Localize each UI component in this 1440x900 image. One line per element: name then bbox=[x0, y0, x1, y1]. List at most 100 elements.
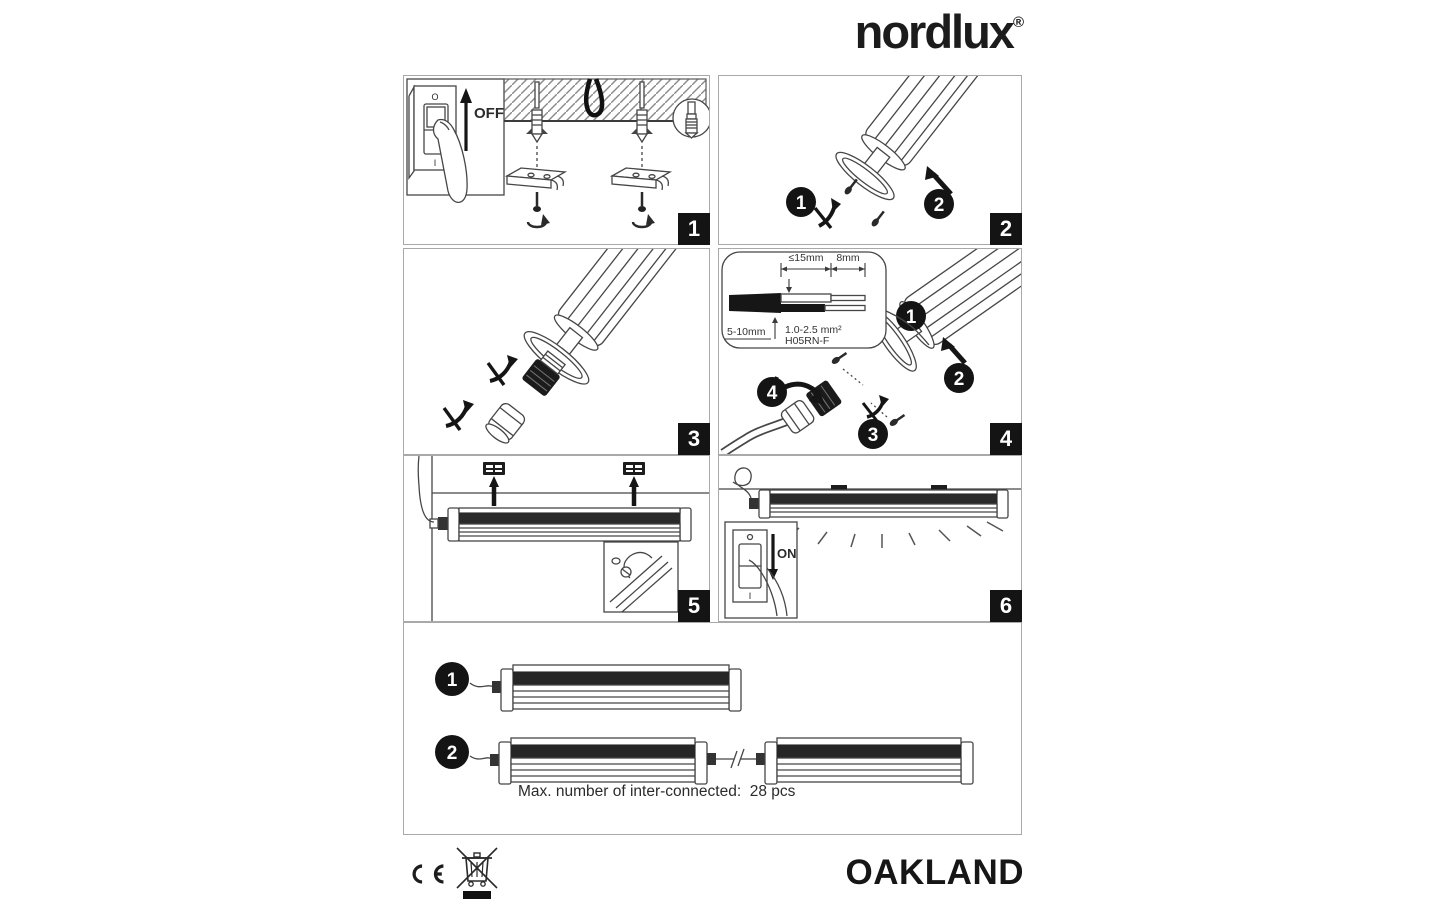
step-1-illustration: O I OFF bbox=[406, 78, 709, 229]
cable-gland-body-icon bbox=[522, 350, 567, 396]
step-6-panel: I ON 6 bbox=[718, 455, 1022, 622]
cable-spec-line2: H05RN-F bbox=[785, 335, 829, 347]
wire-insulated-icon bbox=[781, 304, 825, 312]
cable-squiggle-icon bbox=[469, 682, 495, 688]
step-number-tag: 2 bbox=[990, 213, 1022, 245]
drill-magnifier-icon bbox=[672, 98, 709, 139]
light-fixture-icon bbox=[764, 737, 974, 785]
svg-text:2: 2 bbox=[934, 195, 945, 216]
step-5-illustration bbox=[417, 456, 709, 621]
twist-arrow-icon bbox=[442, 400, 474, 431]
interconnect-panel: 1 2 bbox=[403, 622, 1022, 835]
svg-text:1: 1 bbox=[447, 670, 458, 691]
step-4-panel: 1 2 3 4 bbox=[718, 248, 1022, 455]
step-number-tag: 1 bbox=[678, 213, 710, 245]
arrow-up-icon bbox=[489, 476, 499, 506]
svg-text:1: 1 bbox=[796, 193, 807, 214]
arrow-up-icon bbox=[460, 88, 472, 151]
arrow-up-left-icon bbox=[941, 337, 967, 365]
option-badge-1: 1 bbox=[435, 662, 469, 696]
svg-text:4: 4 bbox=[767, 383, 778, 404]
interconnect-note: Max. number of inter-connected: 28 pcs bbox=[518, 783, 796, 800]
screw-icon bbox=[889, 413, 906, 426]
step-3-illustration bbox=[442, 249, 709, 444]
dim-left-label: 5-10mm bbox=[727, 326, 766, 338]
light-fixture-icon bbox=[492, 664, 742, 712]
dim-top-label: ≤15mm bbox=[789, 252, 824, 264]
gland-cap-nut-icon bbox=[485, 403, 526, 444]
step-badge-1: 1 bbox=[786, 187, 816, 217]
detail-inset bbox=[603, 541, 679, 613]
cable-loop-icon bbox=[584, 78, 605, 118]
step-number-tag: 4 bbox=[990, 423, 1022, 455]
fixture-diagonal-icon bbox=[835, 76, 1021, 201]
twist-arrow-icon bbox=[861, 395, 889, 422]
switch-on-inset: I ON bbox=[724, 521, 798, 619]
fixture-diagonal-icon bbox=[485, 249, 709, 444]
svg-text:2: 2 bbox=[954, 369, 965, 390]
mounting-clip-icon bbox=[483, 462, 505, 475]
step-4-illustration: 1 2 3 4 bbox=[720, 249, 1021, 454]
twist-arrow-icon bbox=[813, 198, 841, 230]
weee-bin-icon bbox=[456, 847, 498, 899]
screw-guide-line bbox=[842, 368, 864, 386]
finger-icon bbox=[748, 559, 778, 617]
step-badge-2: 2 bbox=[944, 363, 974, 393]
switch-off-inset: O I OFF bbox=[406, 78, 505, 204]
option-badge-2: 2 bbox=[435, 735, 469, 769]
step-number-tag: 5 bbox=[678, 590, 710, 622]
step-2-panel: 1 2 2 bbox=[718, 75, 1022, 245]
twist-arrow-icon bbox=[486, 355, 518, 386]
arrow-up-icon bbox=[629, 476, 639, 506]
switch-top-label: O bbox=[431, 92, 438, 102]
wall-anchor-assembly-left bbox=[504, 81, 568, 229]
brand-name: nordlux bbox=[854, 5, 1015, 58]
manual-page: nordlux® O I bbox=[388, 0, 1038, 900]
step-badge-1: 1 bbox=[896, 301, 926, 331]
cable-squiggle-icon bbox=[469, 755, 493, 760]
step-number-tag: 3 bbox=[678, 423, 710, 455]
interconnect-illustration: 1 2 bbox=[435, 662, 974, 785]
interconnect-cable-icon bbox=[707, 748, 765, 769]
screw-icon bbox=[526, 192, 550, 229]
step-number-tag: 6 bbox=[990, 590, 1022, 622]
finger-outline bbox=[766, 567, 788, 617]
step-1-panel: O I OFF bbox=[403, 75, 710, 245]
arrow-up-left-icon bbox=[925, 166, 953, 196]
light-fixture-icon bbox=[749, 485, 1009, 519]
light-fixture-icon bbox=[429, 507, 692, 542]
finger-icon bbox=[432, 118, 468, 204]
brand-logo: nordlux® bbox=[855, 4, 1024, 59]
step-2-illustration: 1 2 bbox=[786, 76, 1021, 230]
cable-spec-inset: ≤15mm 8mm 5-10mm 1.0-2.5 mm² H05RN-F bbox=[721, 251, 930, 349]
cable-sheath-icon bbox=[729, 293, 781, 313]
svg-text:1: 1 bbox=[906, 307, 917, 328]
svg-text:2: 2 bbox=[447, 743, 458, 764]
step-3-panel: 3 bbox=[403, 248, 710, 455]
switch-bottom-label: I bbox=[749, 591, 752, 601]
step-badge-2: 2 bbox=[924, 189, 954, 219]
screw-icon bbox=[871, 210, 885, 227]
off-label: OFF bbox=[474, 105, 504, 122]
wall-anchor-assembly-right bbox=[609, 81, 673, 229]
dim-right-label: 8mm bbox=[836, 252, 860, 264]
screw-icon bbox=[844, 178, 858, 195]
mounting-bracket-icon bbox=[504, 167, 568, 191]
step-5-panel: 5 bbox=[403, 455, 710, 622]
wire-bare-icon bbox=[830, 294, 866, 302]
cable-coil-icon bbox=[732, 467, 752, 499]
on-label: ON bbox=[777, 546, 797, 561]
switch-bottom-label: I bbox=[434, 158, 437, 168]
mounting-clip-icon bbox=[623, 462, 645, 475]
ce-mark-icon bbox=[412, 864, 444, 884]
svg-text:3: 3 bbox=[868, 425, 879, 446]
step-6-illustration: I ON bbox=[719, 467, 1021, 619]
light-fixture-icon bbox=[490, 737, 708, 785]
step-badge-4: 4 bbox=[757, 377, 787, 407]
wire-insulated-icon bbox=[780, 293, 832, 303]
registered-mark: ® bbox=[1012, 14, 1024, 32]
screw-icon bbox=[831, 351, 848, 364]
wire-bare-icon bbox=[824, 304, 866, 312]
step-badge-3: 3 bbox=[858, 419, 888, 449]
